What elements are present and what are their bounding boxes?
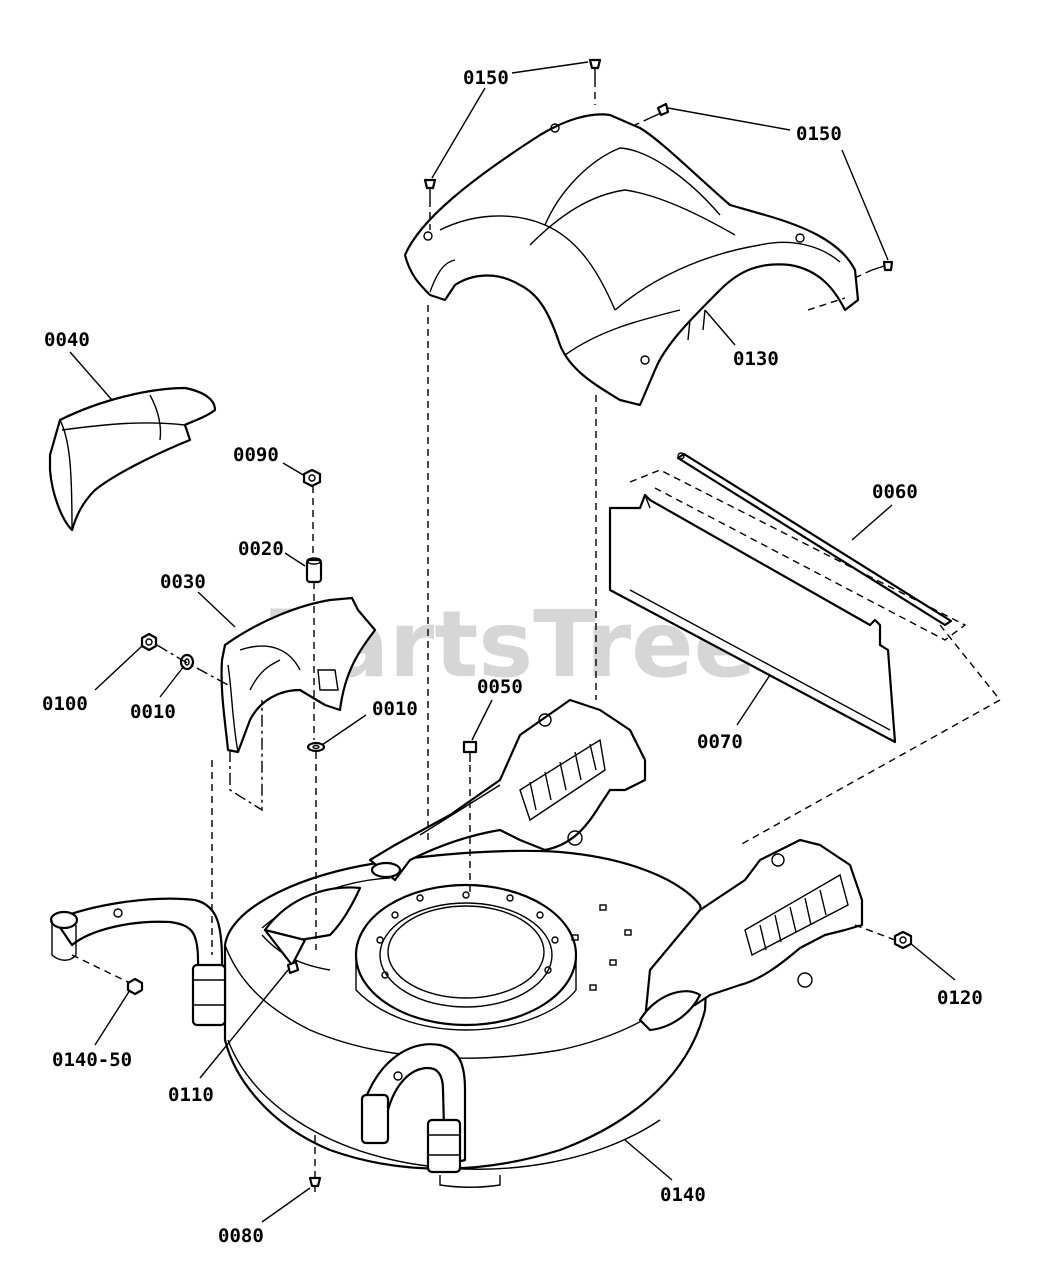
nut-0140-50[interactable] <box>126 977 144 996</box>
screw-0150-top[interactable] <box>588 58 602 80</box>
screw-0080[interactable] <box>308 1176 322 1192</box>
screw-0150-mid[interactable] <box>649 102 670 119</box>
nut-0090[interactable] <box>302 468 322 488</box>
spacer-0020[interactable] <box>305 557 323 584</box>
label-0090[interactable]: 0090 <box>233 444 279 466</box>
part-0030-deflector[interactable] <box>220 596 377 754</box>
label-0010-right[interactable]: 0010 <box>372 698 418 720</box>
screw-0110[interactable] <box>286 960 300 975</box>
label-0030[interactable]: 0030 <box>160 571 206 593</box>
flap-to-deck-guide <box>739 624 1001 846</box>
label-0040[interactable]: 0040 <box>44 329 90 351</box>
label-0010-left[interactable]: 0010 <box>130 701 176 723</box>
axle-tube-left[interactable] <box>49 897 227 1027</box>
label-0050[interactable]: 0050 <box>477 676 523 698</box>
rod-guide-outline <box>629 469 967 641</box>
screw-0150-right[interactable] <box>871 260 894 272</box>
label-0080[interactable]: 0080 <box>218 1225 264 1247</box>
nut-0120[interactable] <box>893 930 913 950</box>
label-0100[interactable]: 0100 <box>42 693 88 715</box>
deck-bracket-left[interactable] <box>368 698 647 882</box>
part-0070-flap[interactable] <box>608 493 897 744</box>
assembly-lines <box>71 80 896 1178</box>
leader-lines <box>69 61 956 1223</box>
label-0130[interactable]: 0130 <box>733 348 779 370</box>
label-0020[interactable]: 0020 <box>238 538 284 560</box>
axle-tube-right[interactable] <box>360 1043 467 1174</box>
part-0140-deck[interactable] <box>223 849 710 1188</box>
part-labels: 0150 0150 0040 0130 0090 0060 0020 0030 … <box>42 67 983 1247</box>
screw-0150-left[interactable] <box>423 178 437 200</box>
label-0070[interactable]: 0070 <box>697 731 743 753</box>
label-0120[interactable]: 0120 <box>937 987 983 1009</box>
label-0060[interactable]: 0060 <box>872 481 918 503</box>
label-0140-50[interactable]: 0140-50 <box>52 1049 132 1071</box>
label-0140[interactable]: 0140 <box>660 1184 706 1206</box>
label-0150-top[interactable]: 0150 <box>463 67 509 89</box>
nut-0100[interactable] <box>140 632 158 652</box>
label-0150-right[interactable]: 0150 <box>796 123 842 145</box>
part-0040-cover[interactable] <box>48 386 217 532</box>
washer-0010-right[interactable] <box>306 741 326 753</box>
part-0130-shroud[interactable] <box>403 113 860 407</box>
bolt-0050[interactable] <box>462 740 478 762</box>
deck-bracket-right[interactable] <box>638 838 864 1032</box>
label-0110[interactable]: 0110 <box>168 1084 214 1106</box>
